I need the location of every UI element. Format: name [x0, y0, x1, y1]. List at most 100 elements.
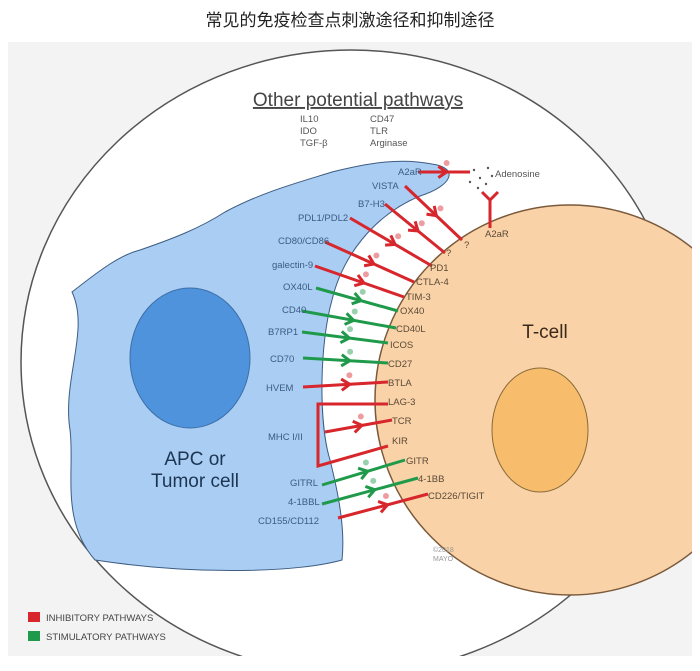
ligand-label: CD80/CD86 — [278, 236, 329, 247]
pathway-line — [324, 418, 393, 434]
adenosine-dot — [476, 186, 480, 190]
binding-dot-icon — [418, 220, 425, 227]
pathway-line — [301, 330, 389, 345]
adenosine-dot — [478, 176, 482, 180]
t-cell-nucleus — [491, 367, 589, 493]
ligand-label: A2aR — [398, 167, 422, 178]
ligand-label: CD40 — [282, 305, 306, 316]
ligand-label: galectin-9 — [272, 260, 313, 271]
binding-dot-icon — [346, 372, 353, 379]
receptor-label: CTLA-4 — [416, 277, 449, 288]
receptor-fork-icon — [363, 254, 377, 268]
ligand-label: VISTA — [372, 181, 399, 192]
adenosine-dot — [486, 166, 490, 170]
receptor-fork-icon — [357, 466, 371, 480]
receptor-labels: A2aR ? ? PD1 CTLA-4 TIM-3 OX40 CD40L ICO… — [388, 229, 509, 502]
receptor-label: GITR — [406, 456, 429, 467]
ligand-label: PDL1/PDL2 — [298, 213, 348, 224]
adenosine-dot — [472, 168, 476, 172]
other-item: TLR — [370, 126, 388, 137]
pathway-line — [337, 492, 429, 520]
ligand-label: HVEM — [266, 383, 294, 394]
binding-dot-icon — [443, 160, 450, 166]
pathway-line — [302, 380, 389, 389]
pathway-line — [315, 286, 399, 313]
copyright-mayo: MAYO — [433, 556, 454, 563]
pathway-line — [384, 202, 446, 255]
binding-dot-icon — [370, 477, 377, 484]
receptor-label: LAG-3 — [388, 397, 415, 408]
pathway-line — [301, 309, 397, 330]
adenosine-dot — [468, 180, 472, 184]
diagram-frame: APC or Tumor cell T-cell Other potential… — [8, 42, 692, 656]
receptor-label: 4-1BB — [418, 474, 444, 485]
binding-dot-icon — [351, 308, 358, 315]
receptor-fork-icon — [352, 419, 365, 434]
adenosine-dot — [490, 174, 494, 178]
adenosine-label: Adenosine — [495, 169, 540, 180]
receptor-fork-icon — [385, 234, 398, 247]
receptor-label: TCR — [392, 416, 412, 427]
apc-label-2: Tumor cell — [151, 471, 239, 492]
legend-label: STIMULATORY PATHWAYS — [46, 632, 166, 643]
mhc-bracket — [316, 402, 389, 468]
other-item: TGF-β — [300, 138, 328, 149]
legend-label: INHIBITORY PATHWAYS — [46, 613, 153, 624]
binding-dot-icon — [362, 271, 369, 278]
receptor-fork-icon — [407, 220, 421, 233]
other-item: IL10 — [300, 114, 319, 125]
binding-dot-icon — [373, 252, 380, 259]
pathway-lines — [301, 160, 500, 520]
other-item: CD47 — [370, 114, 394, 125]
receptor-label: KIR — [392, 436, 408, 447]
receptor-label: ? — [464, 240, 469, 251]
other-pathways-heading: Other potential pathways — [253, 90, 463, 111]
pathway-line — [403, 184, 464, 242]
apc-cell — [68, 160, 450, 572]
binding-dot-icon — [357, 413, 364, 420]
pathway-line — [324, 240, 415, 284]
ligand-label: B7-H3 — [358, 199, 385, 210]
ligand-label: GITRL — [290, 478, 318, 489]
checkpoint-diagram: APC or Tumor cell T-cell Other potential… — [20, 49, 692, 656]
receptor-label: ICOS — [390, 340, 413, 351]
ligand-label: B7RP1 — [268, 327, 298, 338]
receptor-fork-icon — [480, 190, 500, 203]
receptor-label: OX40 — [400, 306, 424, 317]
binding-dot-icon — [359, 288, 366, 295]
ligand-label: 4-1BBL — [288, 497, 320, 508]
receptor-label: CD226/TIGIT — [428, 491, 485, 502]
binding-dot-icon — [437, 205, 444, 212]
receptor-fork-icon — [340, 377, 353, 392]
binding-dot-icon — [395, 233, 402, 240]
other-item: IDO — [300, 126, 317, 137]
pathway-line — [349, 216, 433, 268]
adenosine-dot — [484, 182, 488, 186]
ligand-label: MHC I/II — [268, 432, 303, 443]
pathway-line — [314, 264, 405, 299]
receptor-label: ? — [446, 248, 451, 259]
receptor-fork-icon — [377, 500, 391, 514]
receptor-label: BTLA — [388, 378, 412, 389]
receptor-fork-icon — [353, 274, 367, 288]
binding-dot-icon — [347, 348, 354, 355]
receptor-label: A2aR — [485, 229, 509, 240]
receptor-fork-icon — [339, 330, 352, 344]
ligand-label: OX40L — [283, 282, 313, 293]
other-item: Arginase — [370, 138, 408, 149]
pathway-line — [321, 476, 419, 506]
page-title: 常见的免疫检查点刺激途径和抑制途径 — [205, 11, 495, 31]
receptor-fork-icon — [340, 353, 353, 368]
ligand-label: CD155/CD112 — [258, 516, 319, 527]
pathway-line — [302, 356, 389, 365]
binding-dot-icon — [382, 493, 389, 500]
binding-dot-icon — [362, 459, 369, 466]
receptor-fork-icon — [343, 312, 357, 326]
legend-swatch-stimulatory — [28, 631, 40, 641]
receptor-label: TIM-3 — [406, 292, 431, 303]
legend: INHIBITORY PATHWAYS STIMULATORY PATHWAYS — [28, 612, 166, 643]
tcell-label: T-cell — [522, 322, 567, 343]
receptor-fork-icon — [364, 484, 378, 499]
receptor-fork-icon — [351, 292, 364, 306]
ligand-labels: A2aR VISTA B7-H3 PDL1/PDL2 CD80/CD86 gal… — [258, 167, 422, 527]
